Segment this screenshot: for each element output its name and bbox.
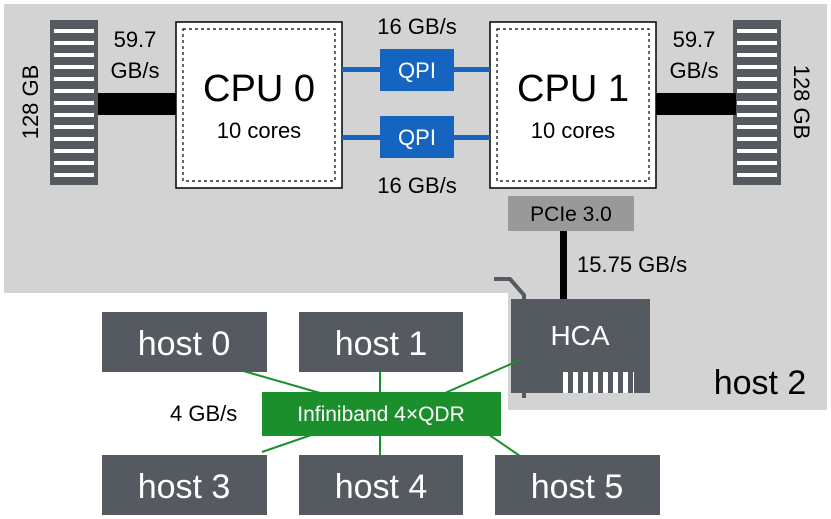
infiniband-label: Infiniband 4×QDR xyxy=(297,403,465,426)
memory-left-bw-value: 59.7 xyxy=(114,27,157,52)
memory-link-left xyxy=(98,93,178,115)
qpi-bw-bottom: 16 GB/s xyxy=(377,173,456,198)
memory-right-size: 128 GB xyxy=(789,65,814,140)
qpi-bw-top: 16 GB/s xyxy=(377,14,456,39)
host4-box xyxy=(299,455,463,515)
pcie-box xyxy=(508,196,634,231)
host1-box xyxy=(299,312,463,372)
host0-box xyxy=(102,312,267,372)
host0-label: host 0 xyxy=(138,325,231,363)
host5-label: host 5 xyxy=(531,468,624,506)
cpu1-name: CPU 1 xyxy=(517,68,629,110)
qpi-box-top xyxy=(380,49,454,91)
memory-left-size: 128 GB xyxy=(18,65,43,140)
host2-label: host 2 xyxy=(714,364,807,402)
host3-label: host 3 xyxy=(138,468,231,506)
memory-left xyxy=(50,20,98,185)
cpu0-name: CPU 0 xyxy=(203,68,315,110)
hca-label: HCA xyxy=(550,320,609,351)
cpu1-box xyxy=(489,21,657,189)
qpi-label-bottom: QPI xyxy=(398,125,436,150)
network-bandwidth: 4 GB/s xyxy=(170,401,237,426)
host3-box xyxy=(102,455,267,515)
infiniband-switch xyxy=(262,392,501,436)
cpu0-cores: 10 cores xyxy=(217,118,301,143)
cpu0-box xyxy=(175,21,343,189)
pcie-link xyxy=(560,231,567,301)
cpu1-cores: 10 cores xyxy=(531,118,615,143)
memory-right-bw-value: 59.7 xyxy=(673,27,716,52)
memory-left-bw-unit: GB/s xyxy=(111,58,160,83)
pcie-bw: 15.75 GB/s xyxy=(577,252,687,277)
hca-card xyxy=(494,277,650,398)
qpi-box-bottom xyxy=(380,116,454,158)
host4-label: host 4 xyxy=(335,468,428,506)
qpi-label-top: QPI xyxy=(398,58,436,83)
host5-box xyxy=(495,455,660,515)
host1-label: host 1 xyxy=(335,325,428,363)
memory-right xyxy=(733,20,781,185)
pcie-label: PCIe 3.0 xyxy=(530,203,612,226)
memory-link-right xyxy=(656,93,736,115)
memory-right-bw-unit: GB/s xyxy=(670,58,719,83)
